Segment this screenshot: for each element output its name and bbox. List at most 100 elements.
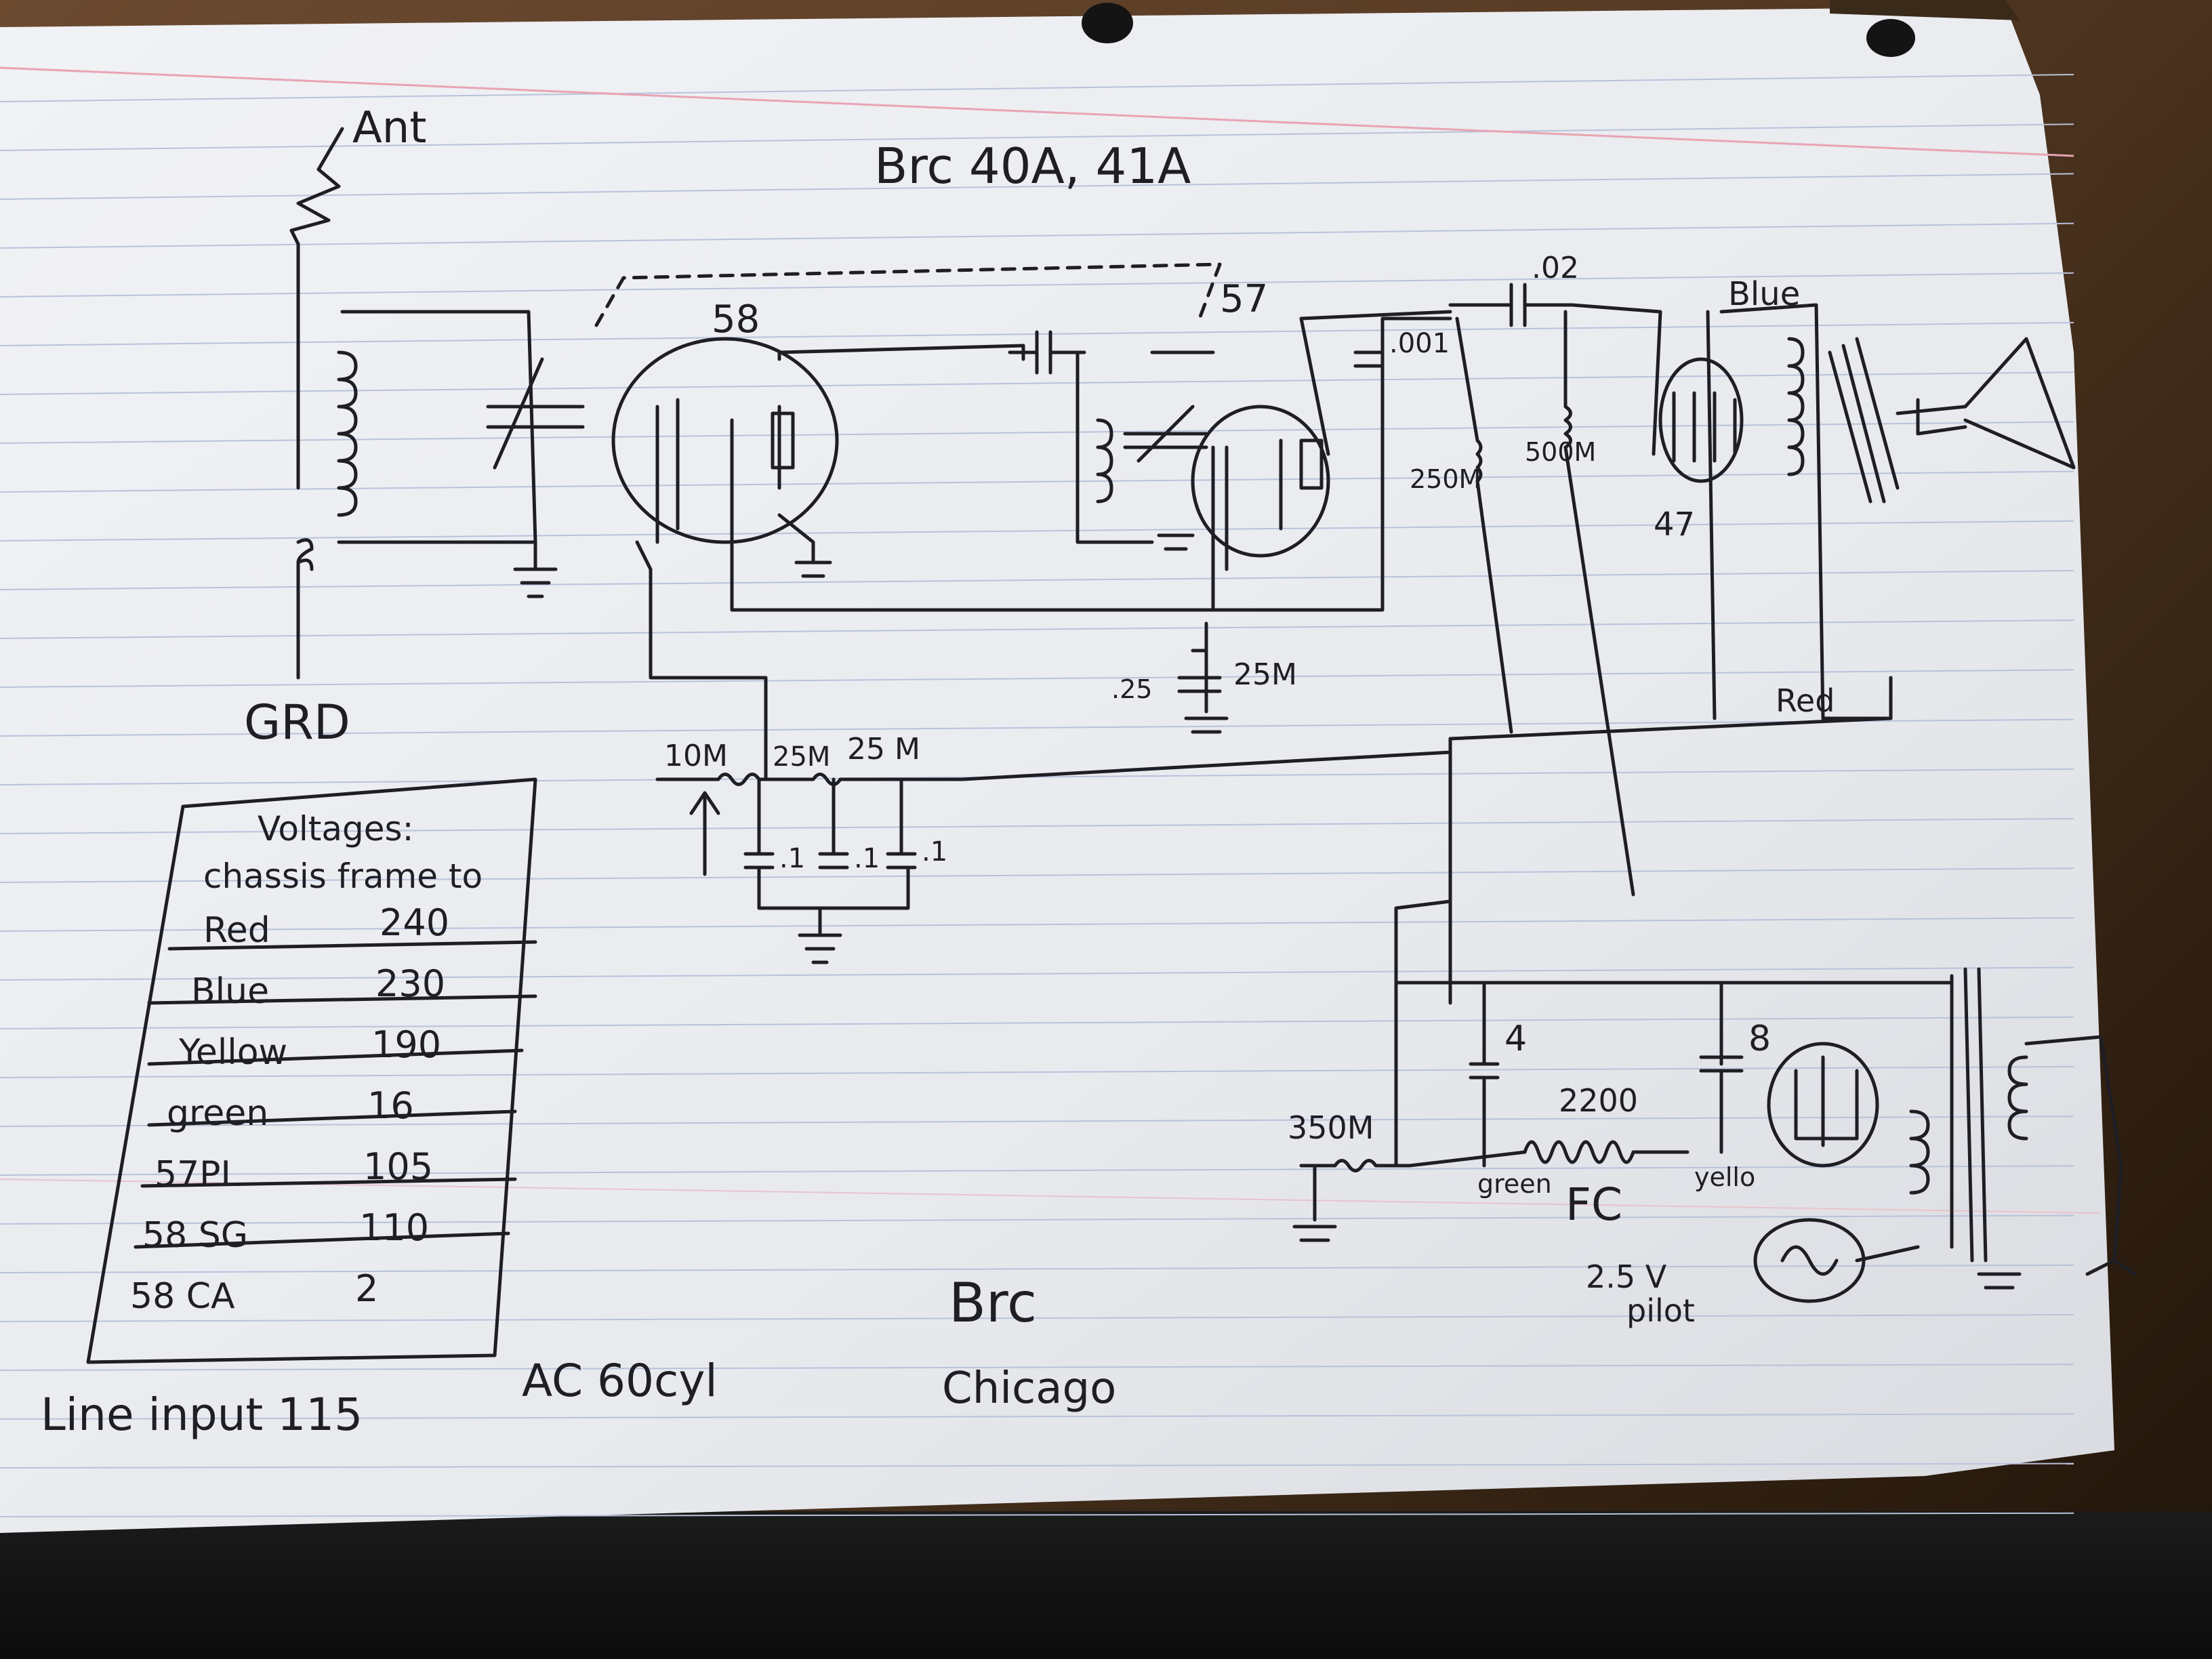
table-row-label: 58 CA: [130, 1276, 235, 1317]
antenna-coil: [296, 538, 314, 571]
footer-city: Chicago: [942, 1364, 1116, 1414]
shadow-area: [0, 1511, 2212, 1659]
ground-symbol: [1157, 533, 1195, 551]
power-transformer: [1909, 967, 2137, 1276]
label-field-coil: FC: [1565, 1179, 1622, 1231]
label-c-bypass-1: .1: [779, 843, 805, 874]
power-supply-wiring: [1394, 981, 1954, 1168]
rectifier-tube: [1767, 1042, 1879, 1168]
spiral-tear: [1830, 0, 2020, 20]
label-pilot-voltage: 2.5 V: [1586, 1258, 1667, 1295]
lead-green: green: [1477, 1169, 1552, 1199]
tube-47-elements: [1672, 391, 1737, 463]
gang-link: [594, 262, 1222, 327]
label-r-250m: 250M: [1410, 464, 1481, 494]
resistor-500m: [1563, 310, 1635, 897]
ground-symbol: [798, 933, 842, 964]
voltages-table-box: [86, 777, 537, 1364]
tube-label-58: 58: [712, 298, 760, 342]
ruled-lines: [0, 74, 2074, 1517]
tube-58-elements: [655, 398, 795, 598]
resistor-350m: [1299, 1159, 1412, 1222]
ruled-line: [0, 421, 2074, 444]
tube-57: [1191, 405, 1330, 558]
table-row-label: Blue: [191, 971, 269, 1012]
label-c-25-cathode: .25: [1111, 674, 1152, 704]
volume-arrow: [689, 791, 720, 876]
table-row-label: 58 SG: [142, 1215, 248, 1256]
footer-brand: Brc: [949, 1271, 1037, 1334]
coupling-cap: [1008, 330, 1086, 375]
ruled-line: [0, 570, 2074, 590]
table-row-value: 240: [380, 901, 449, 944]
ruled-line: [0, 966, 2074, 981]
lead-blue: Blue: [1728, 275, 1800, 313]
ruled-line: [0, 222, 2074, 249]
label-plate-cap: .001: [1389, 328, 1450, 359]
coupling-cap-02: [1448, 283, 1662, 456]
tuning-cap: [486, 357, 585, 470]
ground-symbol: [1977, 1272, 2022, 1290]
binder-hole: [1866, 19, 1915, 57]
diagram-title: Brc 40A, 41A: [874, 138, 1191, 194]
table-row-value: 110: [359, 1206, 429, 1249]
label-c-bypass-3: .1: [922, 836, 947, 867]
table-row-value: 230: [375, 962, 445, 1005]
ruled-line: [0, 917, 2074, 932]
ruled-line: [0, 1016, 2074, 1029]
table-row-value: 190: [371, 1023, 441, 1066]
rectifier-elements: [1794, 1055, 1859, 1147]
table-row-label: Yellow: [178, 1032, 287, 1073]
ruled-line: [0, 173, 2074, 200]
label-c-bypass-2: .1: [854, 843, 880, 874]
line-input-label: Line input 115: [41, 1389, 363, 1441]
ruled-line: [0, 1165, 2074, 1176]
ruled-line: [0, 867, 2074, 883]
ruled-line: [0, 669, 2074, 688]
table-row-label: green: [167, 1093, 268, 1134]
tube-58-wire: [635, 316, 1452, 781]
line-ac-label: AC 60cyl: [522, 1355, 718, 1407]
ground-symbol: [1292, 1225, 1337, 1242]
voltages-table-rules: [134, 940, 537, 1249]
ruled-line: [0, 1462, 2074, 1469]
if-coil: [1076, 350, 1215, 544]
table-heading-1: Voltages:: [258, 809, 413, 848]
lead-yellow: yello: [1694, 1162, 1755, 1192]
tube-label-57: 57: [1220, 277, 1268, 321]
bypass-caps: [743, 777, 917, 937]
ruled-line: [0, 1413, 2074, 1420]
ground-symbol: [513, 567, 558, 598]
table-row-value: 105: [363, 1145, 433, 1188]
ruled-line: [0, 1115, 2074, 1127]
ground-symbol: [794, 560, 832, 578]
ruled-line: [0, 1512, 2074, 1517]
margin-line-lower: [0, 1179, 2102, 1214]
ruled-line: [0, 1214, 2074, 1225]
resistor-chain: [655, 773, 964, 786]
label-pilot: pilot: [1626, 1292, 1695, 1329]
plate-cap: [1299, 310, 1452, 456]
ruled-line: [0, 718, 2074, 737]
label-r-25m-b: 25 M: [847, 732, 920, 766]
output-transformer: [1706, 303, 1900, 720]
table-heading-2: chassis frame to: [203, 857, 483, 896]
label-r-25m-cathode: 25M: [1233, 657, 1297, 692]
input-coil: [337, 350, 358, 517]
ruled-line: [0, 619, 2074, 639]
ruled-line: [0, 1364, 2074, 1371]
label-filter-cap-2: 8: [1748, 1019, 1771, 1059]
field-coil: [1523, 1140, 1689, 1164]
table-row-value: 2: [355, 1267, 378, 1310]
ground-label: GRD: [244, 695, 350, 750]
ground-symbol: [1184, 716, 1229, 734]
label-r-10m: 10M: [664, 739, 728, 773]
label-field-coil-ohms: 2200: [1559, 1082, 1638, 1119]
label-coupling-cap: .02: [1532, 251, 1579, 285]
ruled-line: [0, 520, 2074, 541]
ruled-line: [0, 272, 2074, 298]
lead-red: Red: [1776, 682, 1835, 719]
